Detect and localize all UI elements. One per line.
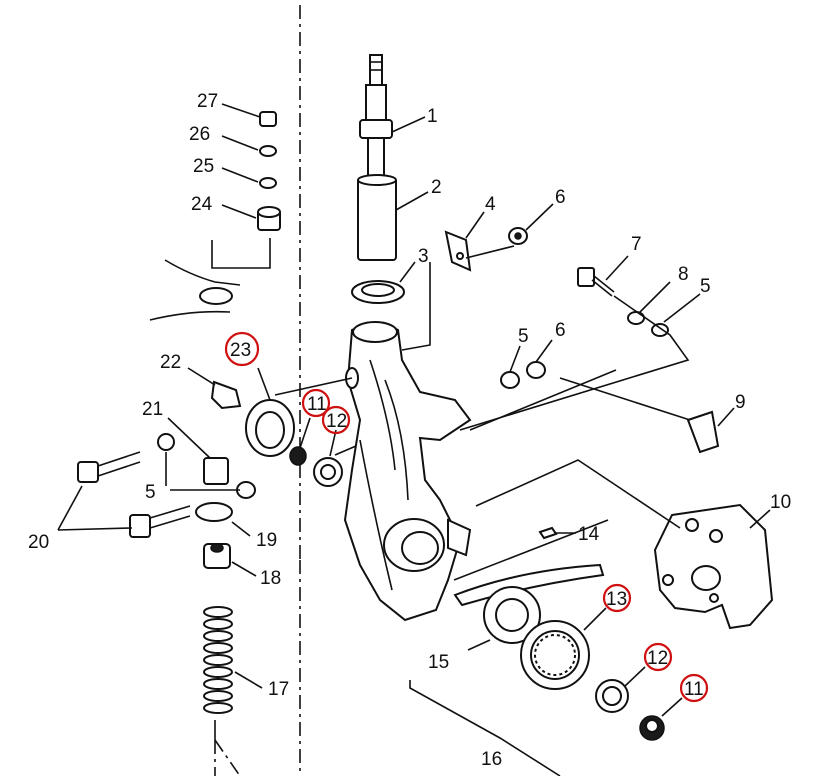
- part-label-highlighted: 12: [647, 648, 668, 669]
- highlight-circle: [679, 673, 709, 703]
- part-label-highlighted: 13: [606, 589, 627, 610]
- leader-lines: [57, 103, 771, 717]
- part-label: 22: [160, 352, 181, 373]
- highlight-circle: [602, 583, 632, 613]
- bearing-part: [595, 679, 629, 713]
- part-label: 25: [193, 156, 214, 177]
- bearing-part: [313, 457, 343, 487]
- part-label-highlighted: 12: [326, 411, 347, 432]
- part-label: 18: [260, 568, 281, 589]
- cotter-pin-part: [538, 526, 558, 540]
- part-label: 8: [678, 264, 689, 285]
- strut-shaft-part: [359, 54, 393, 179]
- part-label: 9: [735, 392, 746, 413]
- washer-part: [500, 371, 520, 389]
- seal-ring-part: [351, 280, 405, 304]
- outer-bearing-race-part: [520, 620, 590, 690]
- part-label: 21: [142, 399, 163, 420]
- part-label: 17: [268, 679, 289, 700]
- part-label: 5: [518, 326, 529, 347]
- frame-mount-part: [149, 259, 241, 321]
- bushing-part: [257, 206, 281, 231]
- part-label: 1: [427, 106, 438, 127]
- part-label: 24: [191, 194, 213, 215]
- bracket-part: [444, 230, 472, 272]
- nut-part: [203, 457, 229, 485]
- part-label: 4: [485, 194, 496, 215]
- part-label: 2: [431, 177, 442, 198]
- highlight-circle: [321, 405, 351, 435]
- part-label: 6: [555, 187, 566, 208]
- part-label: 27: [197, 91, 218, 112]
- part-label: 7: [631, 234, 642, 255]
- bolt-part: [577, 267, 615, 297]
- washer-part: [259, 145, 277, 157]
- part-number-labels: 1 2 3 4 6 7 8 5 5 6 9 10 11 12 13 12 11 …: [28, 91, 791, 770]
- nut-part: [289, 446, 307, 466]
- part-label-highlighted: 11: [307, 394, 327, 415]
- part-label: 26: [189, 124, 210, 145]
- part-label: 20: [28, 532, 49, 553]
- centerline-lower: [214, 739, 241, 776]
- inner-bearing-part: [245, 399, 295, 457]
- bolt-part: [129, 505, 191, 538]
- washer-part: [259, 177, 277, 189]
- nut-part: [259, 111, 277, 127]
- strut-tube-part: [357, 174, 397, 261]
- highlight-circle: [643, 642, 673, 672]
- highlight-circle: [224, 331, 260, 367]
- part-label: 15: [428, 652, 449, 673]
- nut-part: [526, 361, 546, 379]
- thrust-washer-part: [483, 586, 541, 644]
- castle-nut-part: [639, 715, 665, 741]
- coil-spring-part: [203, 606, 233, 714]
- washer-part: [651, 323, 669, 337]
- part-label: 16: [481, 749, 502, 770]
- highlight-circle: [301, 388, 331, 418]
- part-label: 14: [578, 524, 600, 545]
- assembly-guide-lines: [211, 238, 691, 776]
- part-label: 5: [700, 276, 711, 297]
- part-label: 6: [555, 320, 566, 341]
- wedge-part: [686, 410, 720, 454]
- brake-caliper-part: [653, 503, 774, 630]
- grease-fitting-part: [210, 380, 242, 410]
- steering-knuckle-part: [343, 321, 472, 622]
- part-label: 19: [256, 530, 277, 551]
- nut-part: [508, 227, 528, 245]
- part-label-highlighted: 11: [684, 679, 704, 700]
- bolt-part: [77, 451, 141, 483]
- nut-part: [203, 543, 231, 569]
- part-label: 3: [418, 246, 429, 267]
- part-label: 10: [770, 492, 791, 513]
- part-label-highlighted: 23: [230, 340, 251, 361]
- spring-seat-part: [195, 502, 233, 522]
- washer-part: [627, 311, 645, 325]
- part-label: 5: [145, 482, 156, 503]
- washer-part: [157, 433, 175, 451]
